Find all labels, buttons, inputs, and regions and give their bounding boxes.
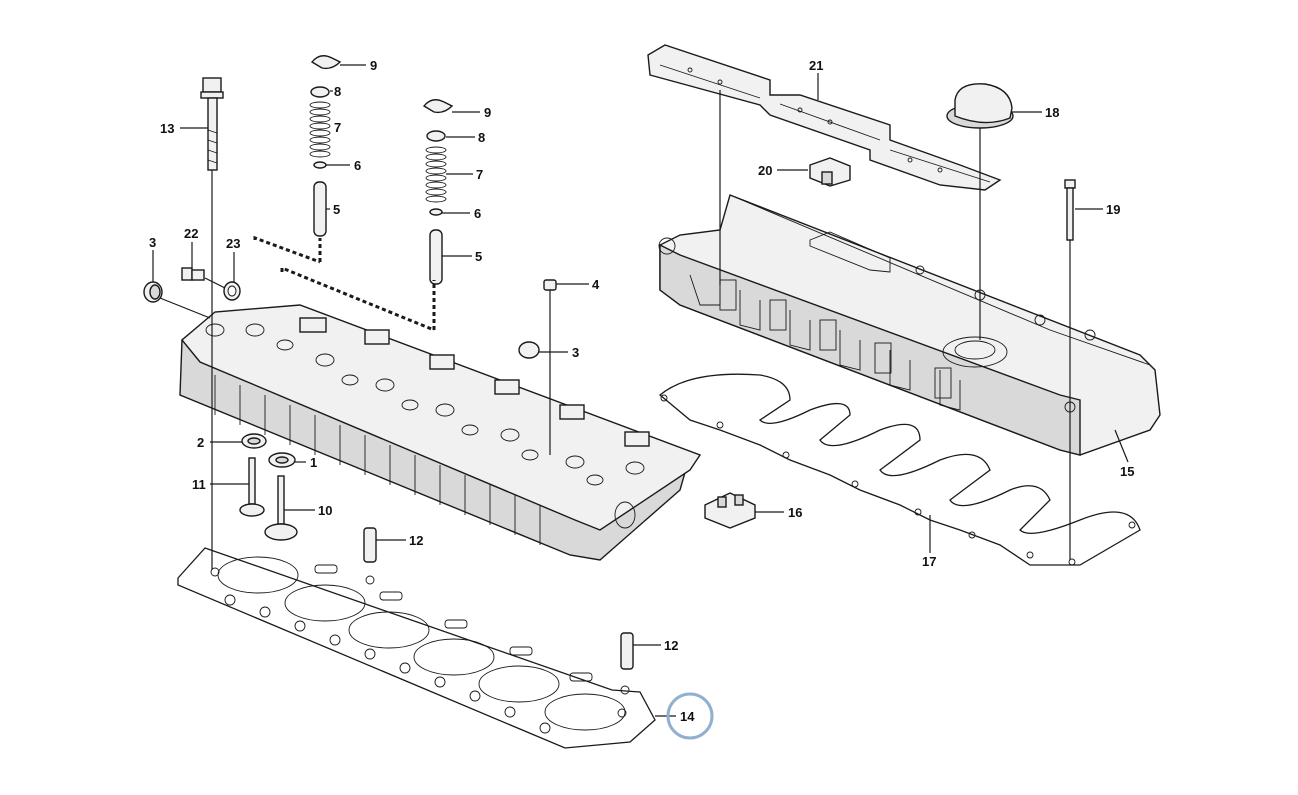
connector-part-20: [809, 157, 851, 187]
callout-12a[interactable]: 12: [409, 533, 423, 548]
callout-4[interactable]: 4: [592, 277, 600, 292]
callout-3a[interactable]: 3: [149, 235, 156, 250]
valve-seal-part-1: [268, 452, 296, 468]
dowel-part-12-upper: [363, 527, 377, 563]
callout-7a[interactable]: 7: [334, 120, 341, 135]
seal-part-3-left: [143, 281, 163, 303]
callout-17[interactable]: 17: [922, 554, 936, 569]
valve-spring-set-2: [422, 99, 454, 285]
dowel-part-12-lower: [620, 632, 634, 670]
valve-seal-part-2: [241, 433, 267, 449]
callout-8b[interactable]: 8: [478, 130, 485, 145]
callout-22[interactable]: 22: [184, 226, 198, 241]
washer-part-23: [223, 281, 241, 301]
callout-10[interactable]: 10: [318, 503, 332, 518]
callout-23[interactable]: 23: [226, 236, 240, 251]
callout-8a[interactable]: 8: [334, 84, 341, 99]
callout-21[interactable]: 21: [809, 58, 823, 73]
leader-lines: [152, 64, 1129, 717]
valve-spring-set-1: [309, 55, 342, 237]
clip-part-16: [704, 492, 756, 529]
callout-14[interactable]: 14: [680, 709, 695, 724]
callout-13[interactable]: 13: [160, 121, 174, 136]
valve-cover: [658, 194, 1161, 456]
seal-part-3-right: [518, 341, 540, 359]
sleeve-part-4: [543, 279, 557, 291]
callout-5a[interactable]: 5: [333, 202, 340, 217]
oil-filler-cap: [946, 83, 1014, 129]
callout-2[interactable]: 2: [197, 435, 204, 450]
callout-19[interactable]: 19: [1106, 202, 1120, 217]
callout-6a[interactable]: 6: [354, 158, 361, 173]
cylinder-head: [179, 304, 702, 561]
callout-5b[interactable]: 5: [475, 249, 482, 264]
callout-3b[interactable]: 3: [572, 345, 579, 360]
callout-6b[interactable]: 6: [474, 206, 481, 221]
callout-labels: 9 8 7 6 5 9 8 7 6 5 4 3 3 22 23 13 2 1 1…: [149, 58, 1134, 724]
head-gasket: [177, 547, 656, 749]
bolt-part-19: [1064, 179, 1076, 241]
callout-12b[interactable]: 12: [664, 638, 678, 653]
callout-20[interactable]: 20: [758, 163, 772, 178]
callout-11[interactable]: 11: [192, 477, 206, 492]
valve-cover-gasket: [658, 373, 1141, 566]
valve-part-10: [264, 475, 298, 541]
bolt-part-13: [200, 77, 224, 171]
callout-1[interactable]: 1: [310, 455, 317, 470]
callout-9b[interactable]: 9: [484, 105, 491, 120]
callout-16[interactable]: 16: [788, 505, 802, 520]
callout-15[interactable]: 15: [1120, 464, 1134, 479]
highlight-ring: [666, 692, 714, 740]
bracket: [647, 44, 1002, 191]
callout-7b[interactable]: 7: [476, 167, 483, 182]
plug-part-22: [181, 267, 205, 281]
callout-9a[interactable]: 9: [370, 58, 377, 73]
callout-18[interactable]: 18: [1045, 105, 1059, 120]
valve-part-11: [239, 457, 265, 517]
